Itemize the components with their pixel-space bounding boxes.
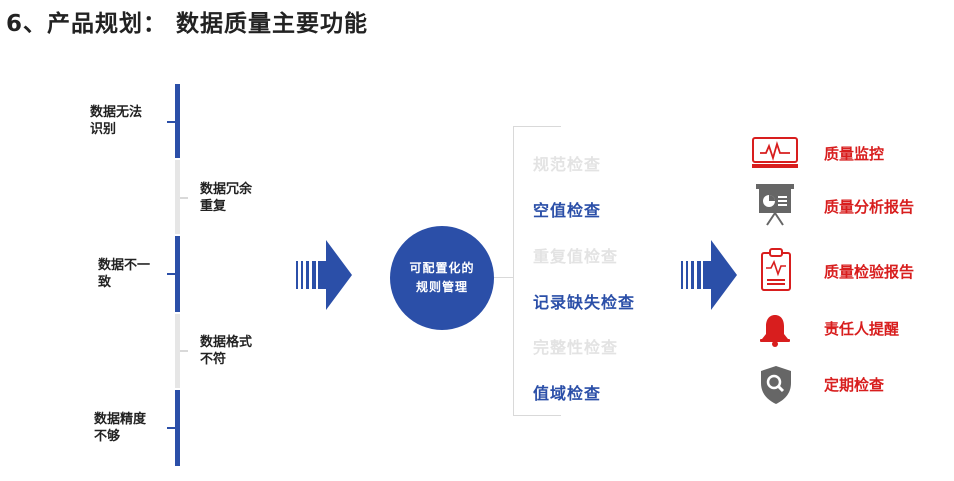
check-item: 完整性检查 (533, 338, 619, 357)
clipboard-report-icon (761, 248, 791, 291)
timeline-segment (175, 236, 180, 312)
shield-search-icon (761, 366, 791, 404)
problem-item: 数据不一致 (98, 258, 151, 290)
bracket-edge (513, 126, 561, 127)
timeline-segment (175, 160, 180, 234)
timeline-segment (175, 314, 180, 388)
timeline-segment (175, 84, 180, 158)
problem-item: 数据冗余重复 (200, 182, 253, 214)
timeline-segment (175, 390, 180, 466)
problem-item: 数据精度不够 (94, 412, 147, 444)
arrow-right-icon (296, 240, 352, 310)
monitor-icon (752, 137, 798, 168)
function-label: 质量检验报告 (824, 263, 915, 281)
page-title: 6、产品规划： 数据质量主要功能 (6, 11, 369, 37)
bell-icon (760, 315, 790, 347)
timeline-tick (180, 197, 188, 199)
center-label: 可配置化的 (409, 261, 475, 275)
check-item: 记录缺失检查 (533, 293, 636, 312)
function-label: 质量监控 (824, 145, 885, 163)
connector-line (494, 277, 513, 278)
check-item: 规范检查 (533, 155, 602, 174)
timeline-tick (167, 427, 175, 429)
bracket-edge (513, 415, 561, 416)
arrow-right-icon (681, 240, 737, 310)
check-item: 空值检查 (533, 201, 602, 220)
problem-item: 数据格式不符 (200, 335, 253, 367)
function-label: 定期检查 (824, 376, 885, 394)
checks-bracket (513, 126, 562, 416)
function-label: 质量分析报告 (824, 198, 915, 216)
problem-item: 数据无法识别 (90, 105, 143, 137)
timeline-tick (167, 273, 175, 275)
check-item: 值域检查 (533, 384, 602, 403)
center-label: 规则管理 (415, 280, 468, 294)
timeline-tick (167, 121, 175, 123)
presentation-board-icon (756, 184, 794, 226)
rule-management-circle: 可配置化的 规则管理 (390, 226, 494, 330)
check-item: 重复值检查 (533, 247, 619, 266)
function-label: 责任人提醒 (824, 320, 900, 338)
timeline-tick (180, 350, 188, 352)
